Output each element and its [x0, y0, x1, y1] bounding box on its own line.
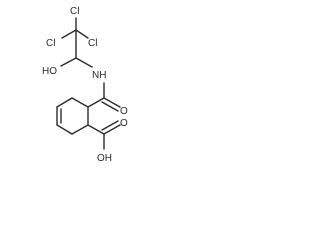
bond-choh-nh [75, 57, 93, 68]
bond-amide-co-1 [103, 97, 121, 108]
ring-bond-5 [56, 97, 73, 108]
bonds [56, 17, 121, 150]
chemical-structure: Cl Cl Cl HO NH O O OH [42, 6, 128, 164]
bond-acid-co-2 [101, 120, 119, 131]
atom-label-ho: HO [42, 66, 57, 77]
ring-bond-6 [71, 97, 89, 108]
bond-choh-ho [60, 57, 77, 67]
bond-amide-co-2 [101, 101, 119, 112]
atom-label-cl-left: Cl [46, 38, 55, 49]
atom-label-cl-right: Cl [88, 38, 97, 49]
atom-label-o-amide: O [120, 106, 128, 117]
bond-amide-ring [87, 97, 105, 108]
ring-bond-2 [71, 124, 89, 135]
bond-ring-acid [87, 124, 105, 135]
atom-labels: Cl Cl Cl HO NH O O OH [42, 6, 128, 164]
atom-label-cl-top: Cl [70, 6, 79, 17]
bond-acid-co-1 [103, 124, 121, 135]
ring-bond-3 [56, 124, 73, 135]
bond-ccl3-cl-left [61, 29, 77, 39]
atom-label-nh: NH [92, 70, 106, 81]
atom-label-o-acid: O [120, 118, 128, 129]
atom-label-oh: OH [97, 153, 112, 164]
bond-ccl3-cl-right [75, 29, 89, 39]
